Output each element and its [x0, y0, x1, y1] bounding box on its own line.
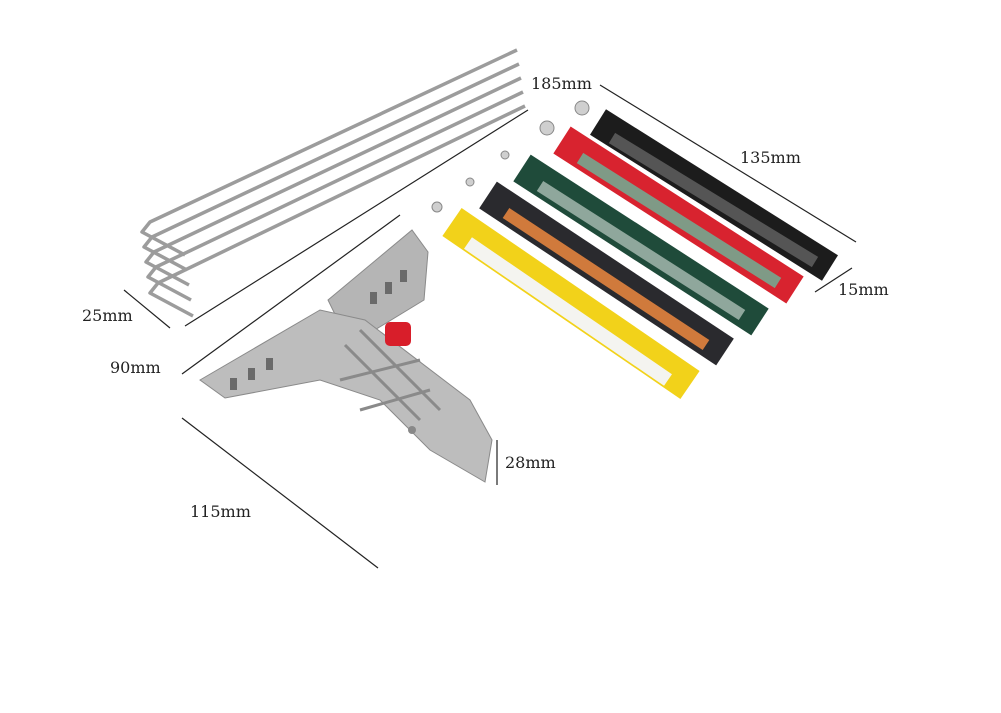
rod — [146, 90, 524, 302]
dimension-lines — [123, 84, 857, 569]
label-185mm: 185mm — [531, 74, 592, 93]
stone-green — [513, 154, 769, 336]
stone-yellow — [442, 207, 700, 400]
dimension-line-15 — [814, 267, 853, 293]
stone-dark — [479, 181, 734, 366]
rod — [140, 48, 518, 257]
label-115mm: 115mm — [190, 502, 251, 521]
dimension-line-90 — [181, 214, 401, 375]
dimension-line-rods — [184, 109, 529, 327]
label-15mm: 15mm — [838, 280, 889, 299]
label-90mm: 90mm — [110, 358, 161, 377]
rod — [148, 104, 526, 318]
rod — [142, 62, 520, 272]
red-knob — [385, 322, 411, 346]
label-25mm: 25mm — [82, 306, 133, 325]
dimension-line-25 — [123, 289, 171, 329]
dimension-line-115 — [181, 417, 379, 569]
dimension-line-185 — [599, 84, 857, 243]
label-135mm: 135mm — [740, 148, 801, 167]
stone-red — [553, 126, 804, 304]
stone-black — [590, 109, 838, 281]
sharpening-stones — [442, 109, 838, 400]
label-28mm: 28mm — [505, 453, 556, 472]
stone-screws — [431, 100, 590, 213]
guide-rods — [140, 48, 526, 318]
angle-guide-clamp — [199, 229, 493, 483]
rod — [144, 76, 522, 287]
